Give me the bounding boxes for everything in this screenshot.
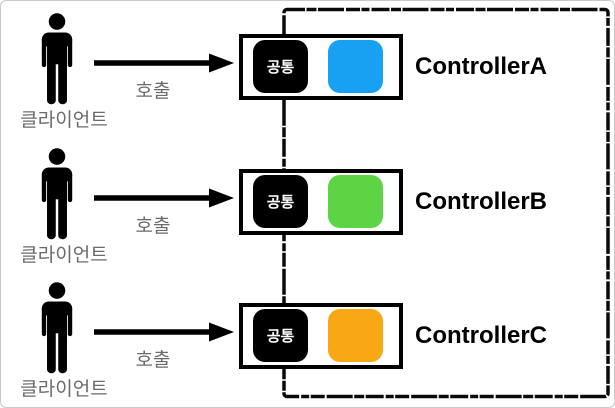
common-module: 공통 — [253, 175, 308, 228]
client-label: 클라이언트 — [20, 110, 108, 131]
controller-box: 공통 — [239, 169, 403, 235]
controller-name: ControllerA — [415, 53, 547, 80]
controller-box: 공통 — [239, 303, 403, 369]
call-arrow-icon — [94, 188, 234, 208]
person-icon — [41, 148, 73, 240]
common-module: 공통 — [253, 309, 308, 362]
client-label: 클라이언트 — [20, 245, 108, 266]
common-module: 공통 — [253, 40, 308, 93]
call-label: 호출 — [135, 81, 171, 102]
common-module-label: 공통 — [266, 194, 295, 211]
client-controller-row: 클라이언트 호출 공통 ControllerB — [1, 136, 614, 271]
common-module-label: 공통 — [266, 328, 295, 345]
client-controller-row: 클라이언트 호출 공통 ControllerA — [1, 1, 614, 136]
call-arrow-icon — [94, 53, 234, 73]
client-label: 클라이언트 — [20, 379, 108, 400]
controller-box: 공통 — [239, 34, 403, 100]
controller-name: ControllerB — [415, 188, 547, 215]
controller-specific-module — [328, 309, 383, 362]
call-label: 호출 — [135, 350, 171, 371]
person-icon — [41, 282, 73, 374]
call-arrow-icon — [94, 322, 234, 342]
controller-specific-module — [328, 175, 383, 228]
person-icon — [41, 13, 73, 105]
common-module-label: 공통 — [266, 59, 295, 76]
client-controller-row: 클라이언트 호출 공통 ControllerC — [1, 270, 614, 405]
call-label: 호출 — [135, 216, 171, 237]
controller-name: ControllerC — [415, 322, 547, 349]
controller-specific-module — [328, 40, 383, 93]
